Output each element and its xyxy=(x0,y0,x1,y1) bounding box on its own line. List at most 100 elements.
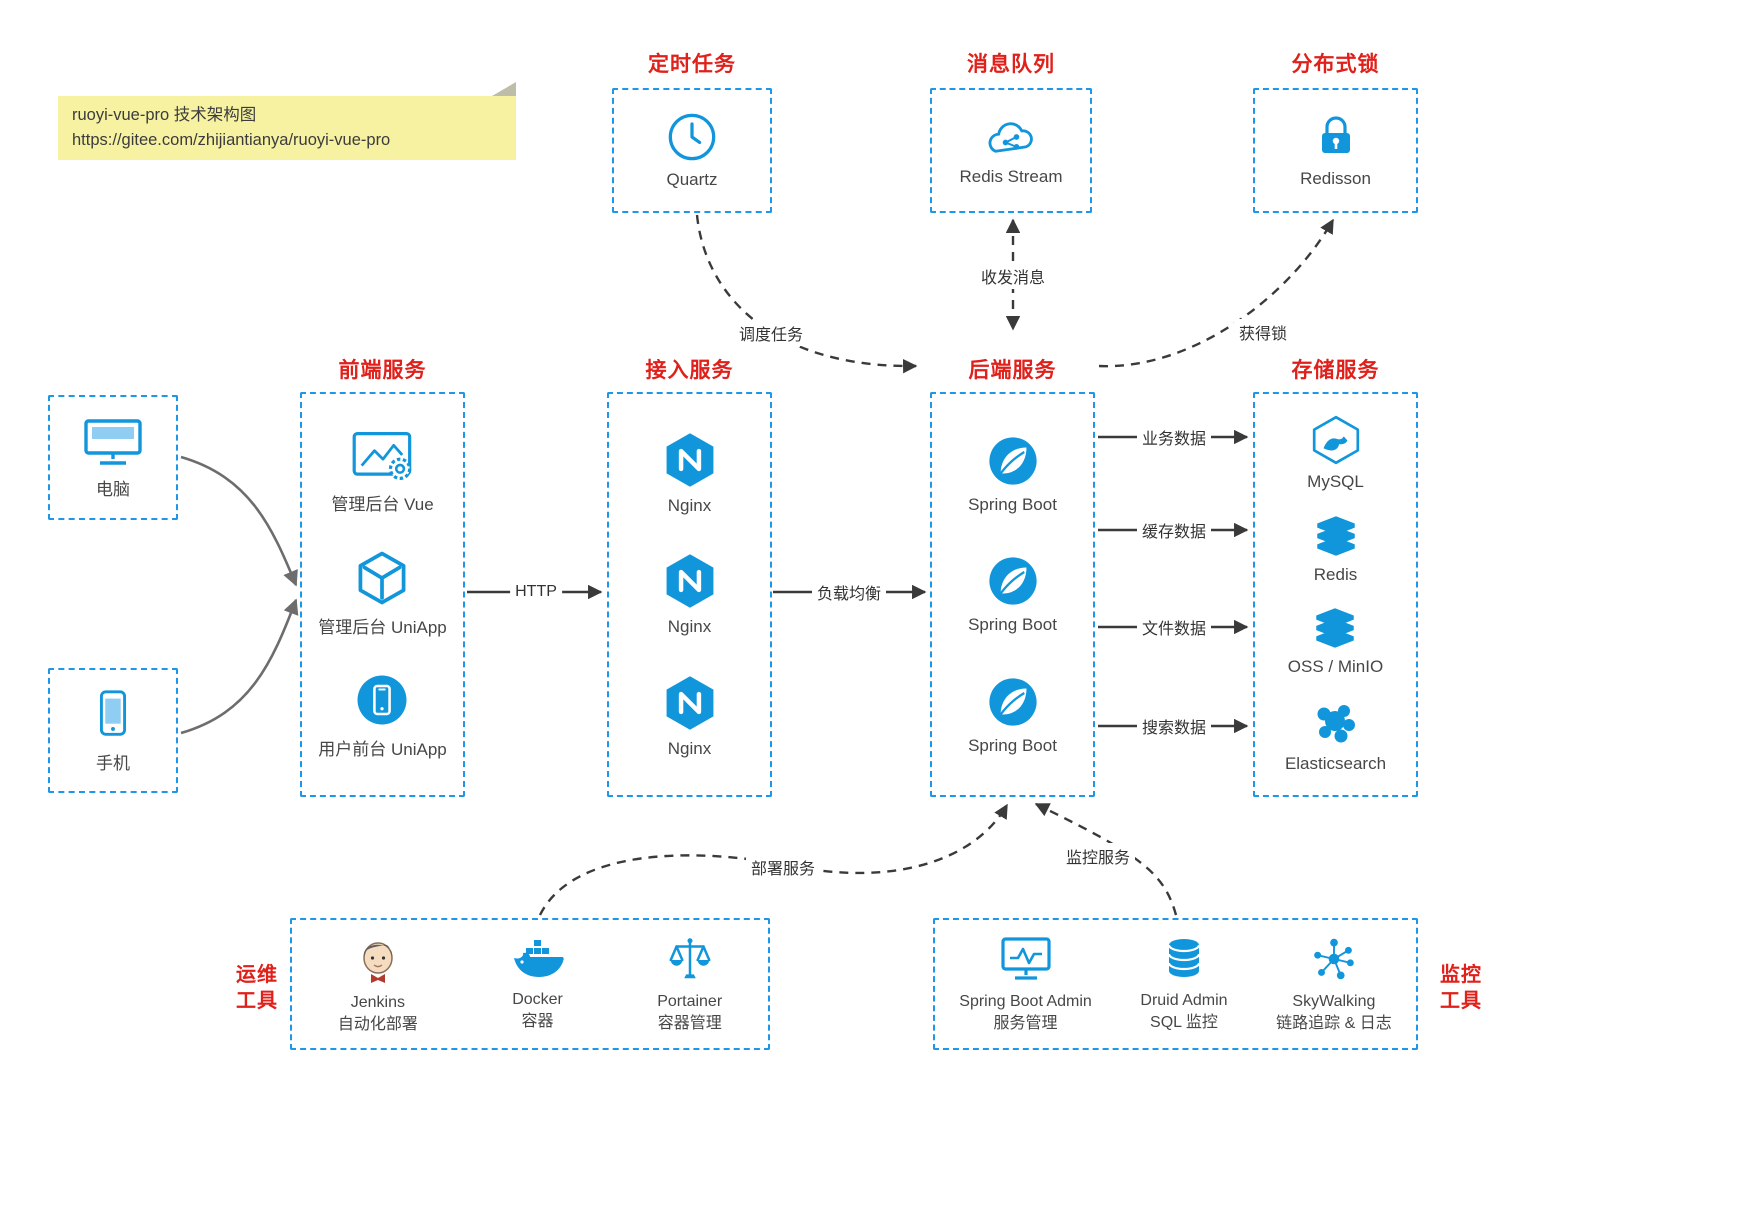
edge-computer-frontend xyxy=(180,455,298,587)
item-label-line1: Docker xyxy=(512,990,563,1008)
docker-item: Docker 容器 xyxy=(510,936,566,1033)
item-label-line1: Portainer xyxy=(657,992,723,1010)
monitor-tools-title: 监控 工具 xyxy=(1434,962,1488,1014)
network-graph-icon xyxy=(1314,938,1354,979)
phone-item: 手机 xyxy=(91,688,135,774)
monitor-title-line1: 监控 xyxy=(1440,964,1482,986)
nginx-item: Nginx xyxy=(663,674,717,759)
title-gateway-services: 接入服务 xyxy=(645,359,734,382)
item-label: Druid Admin SQL 监控 xyxy=(1140,990,1227,1034)
storage-services-box: MySQL Redis OSS / MinIO xyxy=(1253,392,1418,797)
edge-monitor xyxy=(1034,802,1178,916)
note-link: https://gitee.com/zhijiantianya/ruoyi-vu… xyxy=(72,131,391,149)
edge-schedule-task xyxy=(695,214,918,374)
item-label: Spring Boot xyxy=(968,735,1057,755)
gateway-services-box: Nginx Nginx Nginx xyxy=(607,392,772,797)
monitor-tools-box: Spring Boot Admin 服务管理 Druid Admin SQL 监… xyxy=(933,918,1418,1050)
spring-boot-admin-item: Spring Boot Admin 服务管理 xyxy=(959,934,1092,1035)
ops-tools-title: 运维 工具 xyxy=(230,962,284,1014)
edge-deploy xyxy=(538,803,1009,916)
edge-label-load-balance: 负载均衡 xyxy=(811,579,887,605)
item-label: 管理后台 Vue xyxy=(331,494,434,514)
title-frontend-services: 前端服务 xyxy=(338,359,427,382)
message-queue-box: Redis Stream xyxy=(930,88,1092,213)
edge-label-schedule: 调度任务 xyxy=(733,320,809,346)
admin-uniapp-item: 管理后台 UniApp xyxy=(318,550,447,638)
item-label: Nginx xyxy=(667,495,712,515)
computer-box: 电脑 xyxy=(48,395,178,520)
redisson-item: Redisson xyxy=(1300,112,1371,189)
lock-icon xyxy=(1321,116,1350,153)
oss-minio-item: OSS / MinIO xyxy=(1288,606,1383,677)
item-label-line2: 链路追踪 & 日志 xyxy=(1276,1014,1392,1032)
druid-admin-item: Druid Admin SQL 监控 xyxy=(1140,935,1228,1034)
nginx-icon xyxy=(666,432,713,487)
spring-boot-icon xyxy=(988,436,1037,485)
quartz-item: Quartz xyxy=(666,111,718,190)
ops-title-line1: 运维 xyxy=(236,964,278,986)
item-label-line1: SkyWalking xyxy=(1292,992,1376,1010)
sticky-note: ruoyi-vue-pro 技术架构图 https://gitee.com/zh… xyxy=(58,82,516,160)
elasticsearch-item: Elasticsearch xyxy=(1285,699,1386,774)
nginx-item: Nginx xyxy=(663,431,717,516)
item-label: SkyWalking 链路追踪 & 日志 xyxy=(1276,991,1392,1035)
item-label: Quartz xyxy=(666,170,718,189)
nginx-icon xyxy=(666,554,713,608)
distributed-lock-box: Redisson xyxy=(1253,88,1418,213)
edge-phone-frontend xyxy=(180,598,299,735)
edge-label-biz-data: 业务数据 xyxy=(1136,424,1212,450)
item-label-line2: 容器 xyxy=(521,1012,554,1030)
item-label: Spring Boot Admin 服务管理 xyxy=(959,991,1092,1035)
item-label: Redis Stream xyxy=(959,167,1063,186)
item-label: MySQL xyxy=(1307,472,1364,492)
item-label: Spring Boot xyxy=(968,494,1057,514)
redis-stack-icon xyxy=(1316,515,1355,556)
spring-boot-icon xyxy=(988,677,1037,726)
ops-tools-box: Jenkins 自动化部署 Docker 容器 xyxy=(290,918,770,1050)
title-backend-services: 后端服务 xyxy=(968,359,1057,382)
item-label-line1: Druid Admin xyxy=(1140,991,1228,1009)
nginx-icon xyxy=(666,675,713,730)
nginx-item: Nginx xyxy=(663,552,717,637)
item-label: Nginx xyxy=(667,617,712,636)
elasticsearch-icon xyxy=(1317,704,1356,743)
note-title: ruoyi-vue-pro 技术架构图 xyxy=(72,106,257,124)
scheduled-task-box: Quartz xyxy=(612,88,772,213)
edge-label-monitor: 监控服务 xyxy=(1060,843,1136,869)
edge-label-cache-data: 缓存数据 xyxy=(1136,517,1212,543)
computer-icon xyxy=(84,418,142,465)
admin-vue-item: 管理后台 Vue xyxy=(331,429,434,515)
admin-vue-icon xyxy=(352,431,411,480)
item-label-line2: 自动化部署 xyxy=(337,1015,418,1033)
item-label: Redis xyxy=(1313,564,1358,584)
docker-icon xyxy=(513,939,564,977)
phone-box: 手机 xyxy=(48,668,178,793)
mysql-icon xyxy=(1312,416,1359,465)
title-storage-services: 存储服务 xyxy=(1291,359,1380,382)
edge-label-file-data: 文件数据 xyxy=(1136,614,1212,640)
jenkins-icon xyxy=(363,941,393,983)
edge-label-http: HTTP xyxy=(510,582,562,602)
scales-icon xyxy=(669,937,711,978)
monitor-title-line2: 工具 xyxy=(1440,990,1482,1012)
item-label: Spring Boot xyxy=(968,615,1057,634)
monitor-pulse-icon xyxy=(1000,936,1051,980)
user-uniapp-item: 用户前台 UniApp xyxy=(318,672,447,760)
database-icon xyxy=(1167,938,1201,977)
ops-title-line2: 工具 xyxy=(236,990,278,1012)
spring-boot-item: Spring Boot xyxy=(968,434,1057,515)
jenkins-item: Jenkins 自动化部署 xyxy=(338,933,418,1036)
spring-boot-icon xyxy=(988,557,1037,605)
item-label: 用户前台 UniApp xyxy=(318,740,447,760)
redis-item: Redis xyxy=(1311,514,1361,585)
edge-acquire-lock xyxy=(1098,218,1335,368)
uniapp-cube-icon xyxy=(359,551,406,604)
item-label-line1: Spring Boot Admin xyxy=(959,992,1092,1010)
title-scheduled-task: 定时任务 xyxy=(648,53,736,76)
computer-item: 电脑 xyxy=(82,416,144,500)
phone-icon xyxy=(99,689,127,736)
item-label: Redisson xyxy=(1300,169,1371,188)
note-fold-corner xyxy=(492,82,516,96)
